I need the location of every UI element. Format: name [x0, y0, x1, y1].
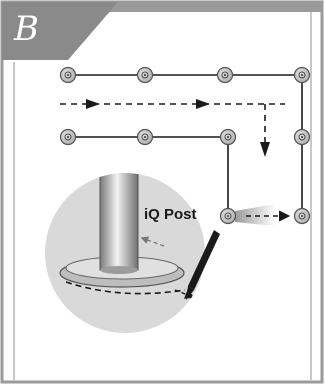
panel-label: B	[14, 9, 39, 49]
post-marker-icon	[293, 66, 311, 84]
callout-label: iQ Post	[144, 206, 197, 223]
post-marker-icon	[59, 128, 77, 146]
post-marker-icon	[136, 66, 154, 84]
post-marker-icon	[136, 128, 154, 146]
direction-arrow-icon	[86, 99, 100, 109]
post-marker-icon	[59, 66, 77, 84]
post-marker-icon	[216, 66, 234, 84]
post-marker-icon	[293, 207, 311, 225]
direction-arrow-icon	[260, 142, 270, 157]
posts	[59, 66, 311, 225]
direction-arrow-icon	[196, 99, 210, 109]
panel-tab	[2, 2, 118, 60]
post-marker-icon	[293, 128, 311, 146]
signal-beam	[235, 204, 275, 226]
stylus-icon	[186, 230, 220, 300]
post-marker-icon	[219, 207, 237, 225]
post-detail-view	[45, 173, 220, 333]
wall-route-arrows	[60, 99, 285, 157]
post-marker-icon	[219, 128, 237, 146]
